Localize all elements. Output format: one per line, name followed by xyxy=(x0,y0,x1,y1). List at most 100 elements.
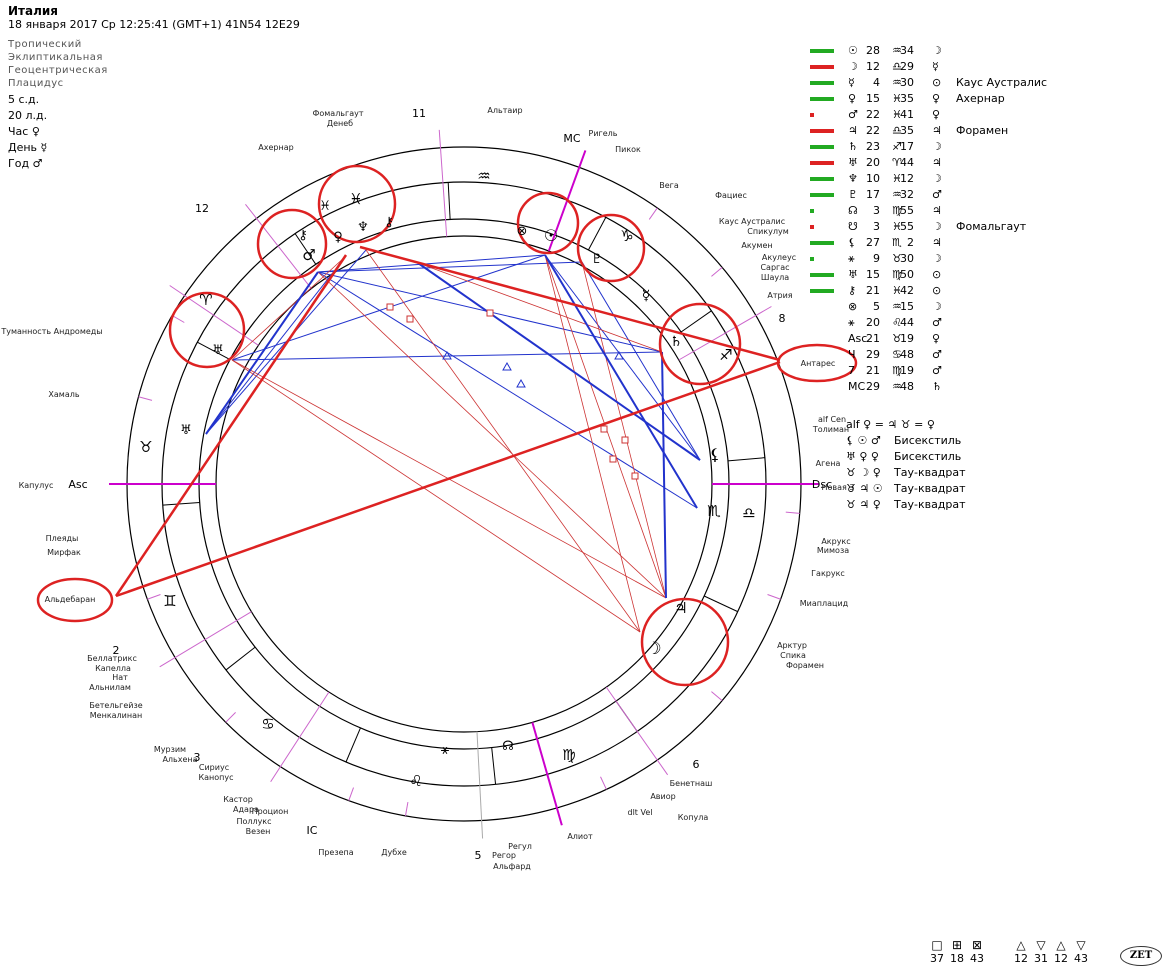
star-label: Капулус xyxy=(19,481,54,490)
trine-marker xyxy=(614,350,624,360)
strength-bar xyxy=(810,193,834,197)
planet-note: Фомальгаут xyxy=(956,220,1027,233)
params-list: 5 с.д. 20 л.д. Час ♀ День ☿ Год ♂ xyxy=(8,92,47,172)
planet-glyph: ♅ xyxy=(848,156,858,169)
sign-divider xyxy=(197,341,231,361)
house-label: 2 xyxy=(113,644,120,657)
house-label: 12 xyxy=(195,202,209,215)
aspect-config-glyphs: ♅ ♀ ♀ xyxy=(846,450,879,463)
house-label: MC xyxy=(563,132,580,145)
star-label: Менкалинан xyxy=(90,711,142,720)
house-cusp-line xyxy=(531,722,563,826)
star-label: Спикулум xyxy=(747,227,788,236)
star-label: Туманность Андромеды xyxy=(0,327,102,336)
aspect-config-glyphs: ♉ ☽ ♀ xyxy=(846,466,881,479)
planet-ruler: ♀ xyxy=(932,332,941,345)
planet-sign: ♍ xyxy=(892,364,902,377)
strength-bar xyxy=(810,81,834,85)
star-label: Кастор xyxy=(223,795,253,804)
planet-glyph: ☊ xyxy=(502,739,514,754)
star-label: Фациес xyxy=(715,191,747,200)
strength-bar xyxy=(810,113,814,117)
planet-deg: 3 xyxy=(873,220,880,233)
strength-bar xyxy=(810,129,834,133)
planet-glyph: ♀ xyxy=(333,230,343,245)
aspect-config-label: Тау-квадрат xyxy=(894,498,966,511)
aspect-line-strong xyxy=(544,254,698,509)
planet-ruler: ♂ xyxy=(932,316,942,329)
aspect-line-blue xyxy=(231,351,663,361)
setting-zodiac: Тропический xyxy=(8,39,82,50)
planet-glyph: ☊ xyxy=(848,204,858,217)
planet-deg: 4 xyxy=(873,76,880,89)
aspect-line-blue xyxy=(317,271,698,509)
zodiac-sign-glyph: ♌ xyxy=(409,772,422,790)
aspect-line-strong xyxy=(205,271,319,435)
planet-ruler: ⊙ xyxy=(932,268,942,281)
annotation-circle xyxy=(576,213,646,283)
planet-min: 41 xyxy=(900,108,914,121)
planet-glyph: ♂ xyxy=(848,108,858,121)
strength-bar xyxy=(810,273,834,277)
planet-deg: 21 xyxy=(866,284,880,297)
star-label: Процион xyxy=(252,807,289,816)
star-label: Денеб xyxy=(327,119,353,128)
planet-deg: 27 xyxy=(866,236,880,249)
planet-glyphs: ☉☽☿♀♂♃♄♅♆♇☊⚸⚷⊗⚹⚷♅♓ xyxy=(180,199,721,758)
degree-tick xyxy=(147,594,161,600)
planet-sign: ♐ xyxy=(892,140,902,153)
aspect-count-value: 18 xyxy=(950,952,964,965)
annotation-circle xyxy=(640,597,730,687)
planet-min: 19 xyxy=(900,364,914,377)
zodiac-sign-glyph: ♒ xyxy=(477,167,490,185)
planet-ruler: ♃ xyxy=(932,204,942,217)
planet-deg: 12 xyxy=(866,60,880,73)
planet-glyph: ☉ xyxy=(544,226,558,245)
star-label: Альтаир xyxy=(487,106,522,115)
planet-ruler: ☿ xyxy=(932,60,939,73)
house-label: Dsc xyxy=(812,478,832,491)
planet-min: 32 xyxy=(900,188,914,201)
star-label: Гакрукс xyxy=(811,569,845,578)
planet-deg: 22 xyxy=(866,124,880,137)
star-label: Новая 3 xyxy=(822,483,855,492)
aspect-count: ⊞18 xyxy=(946,938,968,965)
degree-tick xyxy=(404,802,409,816)
strength-bar xyxy=(810,257,814,261)
planet-deg: 29 xyxy=(866,380,880,393)
aspect-config-label: Тау-квадрат xyxy=(894,466,966,479)
sign-divider xyxy=(703,595,738,613)
aspect-config-label: Тау-квадрат xyxy=(894,482,966,495)
star-label: Везен xyxy=(246,827,271,836)
star-label: Саргас xyxy=(760,263,789,272)
aspect-line-red xyxy=(581,261,667,599)
zodiac-sign-glyph: ♈ xyxy=(199,291,212,309)
strength-bar xyxy=(810,49,834,53)
zet-logo: ZET xyxy=(1120,946,1162,966)
planet-sign: ♎ xyxy=(892,60,902,73)
planet-deg: 22 xyxy=(866,108,880,121)
setting-houses: Плацидус xyxy=(8,78,64,89)
degree-tick xyxy=(600,776,607,790)
star-label: Алиот xyxy=(567,832,593,841)
planet-glyph: ⚹ xyxy=(848,316,855,329)
strength-bar xyxy=(810,145,834,149)
star-label: alf Cen xyxy=(818,415,846,424)
aspect-line-blue xyxy=(317,261,583,273)
annotation-ellipse-aldebaran xyxy=(36,577,114,623)
strength-bar xyxy=(810,161,834,165)
planet-glyph: ⊗ xyxy=(848,300,858,313)
planet-ruler: ♃ xyxy=(932,156,942,169)
house-label: 3 xyxy=(194,751,201,764)
star-label: Нат xyxy=(112,673,128,682)
planet-glyph: ♓ xyxy=(319,199,331,214)
trine-marker xyxy=(516,378,526,388)
star-label: Альнилам xyxy=(89,683,131,692)
planet-sign: ♏ xyxy=(892,236,902,249)
planet-sign: ♓ xyxy=(892,284,902,297)
house-cusp-line xyxy=(678,306,772,361)
aspect-count-symbol: ⊞ xyxy=(951,938,963,952)
planet-min: 44 xyxy=(900,156,914,169)
planet-min: 2 xyxy=(907,236,914,249)
